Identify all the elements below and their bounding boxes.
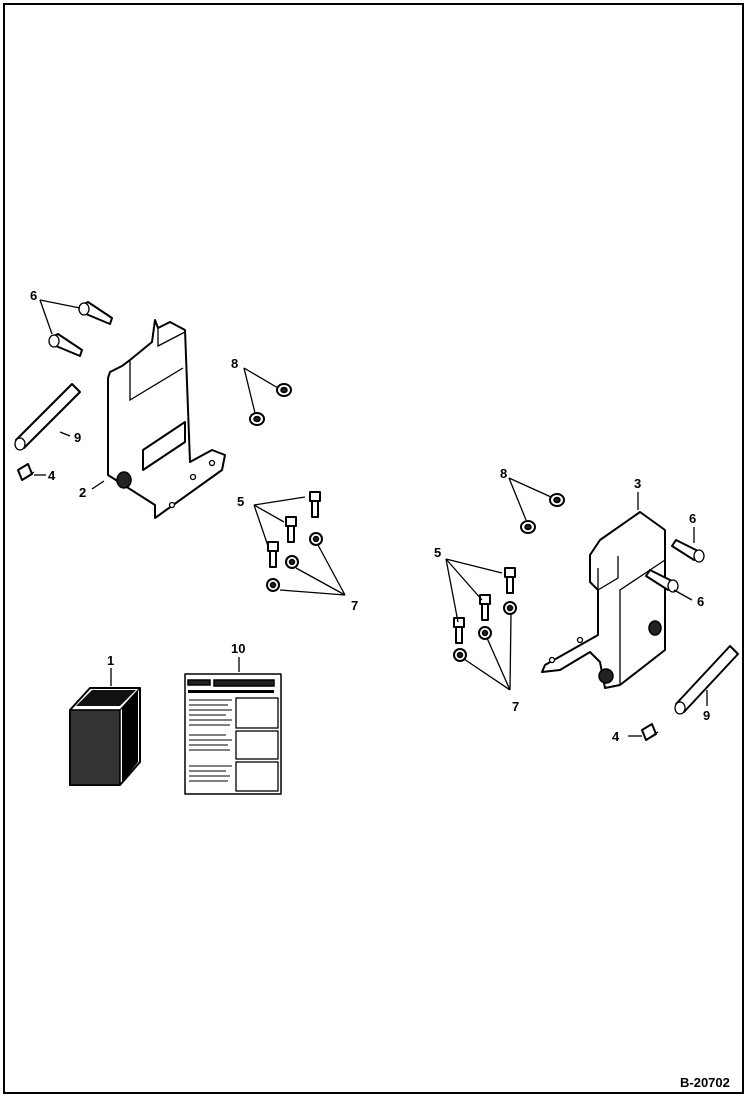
nut-center-1 [309,532,323,546]
instruction-sheet [184,673,282,795]
right-bracket [541,511,666,689]
callout-6-left: 6 [30,288,37,303]
nut-right-1 [549,493,565,507]
callout-3: 3 [634,476,641,491]
callout-6-right-lower: 6 [697,594,704,609]
callout-4-left: 4 [48,468,56,483]
callout-7-right: 7 [512,699,519,714]
callout-6-right-upper: 6 [689,511,696,526]
kit-box [69,687,141,786]
bolt-right-center-3 [453,617,465,644]
leader-lines [34,299,708,737]
pin-right [674,645,739,715]
bolt-center-2 [285,516,297,543]
callout-5-left: 5 [237,494,244,509]
callout-8-left: 8 [231,356,238,371]
callout-5-right: 5 [434,545,441,560]
bolt-center-1 [309,491,321,518]
nut-center-2 [285,555,299,569]
bolt-left-upper [78,301,113,325]
pin-left [14,383,81,451]
nut-right-2 [520,520,536,534]
nut-center-3 [266,578,280,592]
callout-7-left: 7 [351,598,358,613]
bolt-right-upper [671,539,705,563]
callout-2: 2 [79,485,86,500]
callout-10: 10 [231,641,245,656]
figure-id: B-20702 [680,1075,730,1090]
nut-left-1 [276,383,292,397]
callout-4-right: 4 [612,729,620,744]
nut-left-2 [249,412,265,426]
page-border [3,3,744,1094]
nut-right-center-3 [453,648,467,662]
clip-left [17,463,35,481]
callout-8-right: 8 [500,466,507,481]
bolt-right-center-1 [504,567,516,594]
callout-9-left: 9 [74,430,81,445]
bolt-left-lower [48,333,83,357]
bolt-right-center-2 [479,594,491,621]
bolt-right-lower [645,569,679,593]
callout-9-right: 9 [703,708,710,723]
callout-1: 1 [107,653,114,668]
nut-right-center-2 [478,626,492,640]
clip-right [641,723,659,741]
nut-right-center-1 [503,601,517,615]
left-bracket [107,319,226,519]
bolt-center-3 [267,541,279,568]
